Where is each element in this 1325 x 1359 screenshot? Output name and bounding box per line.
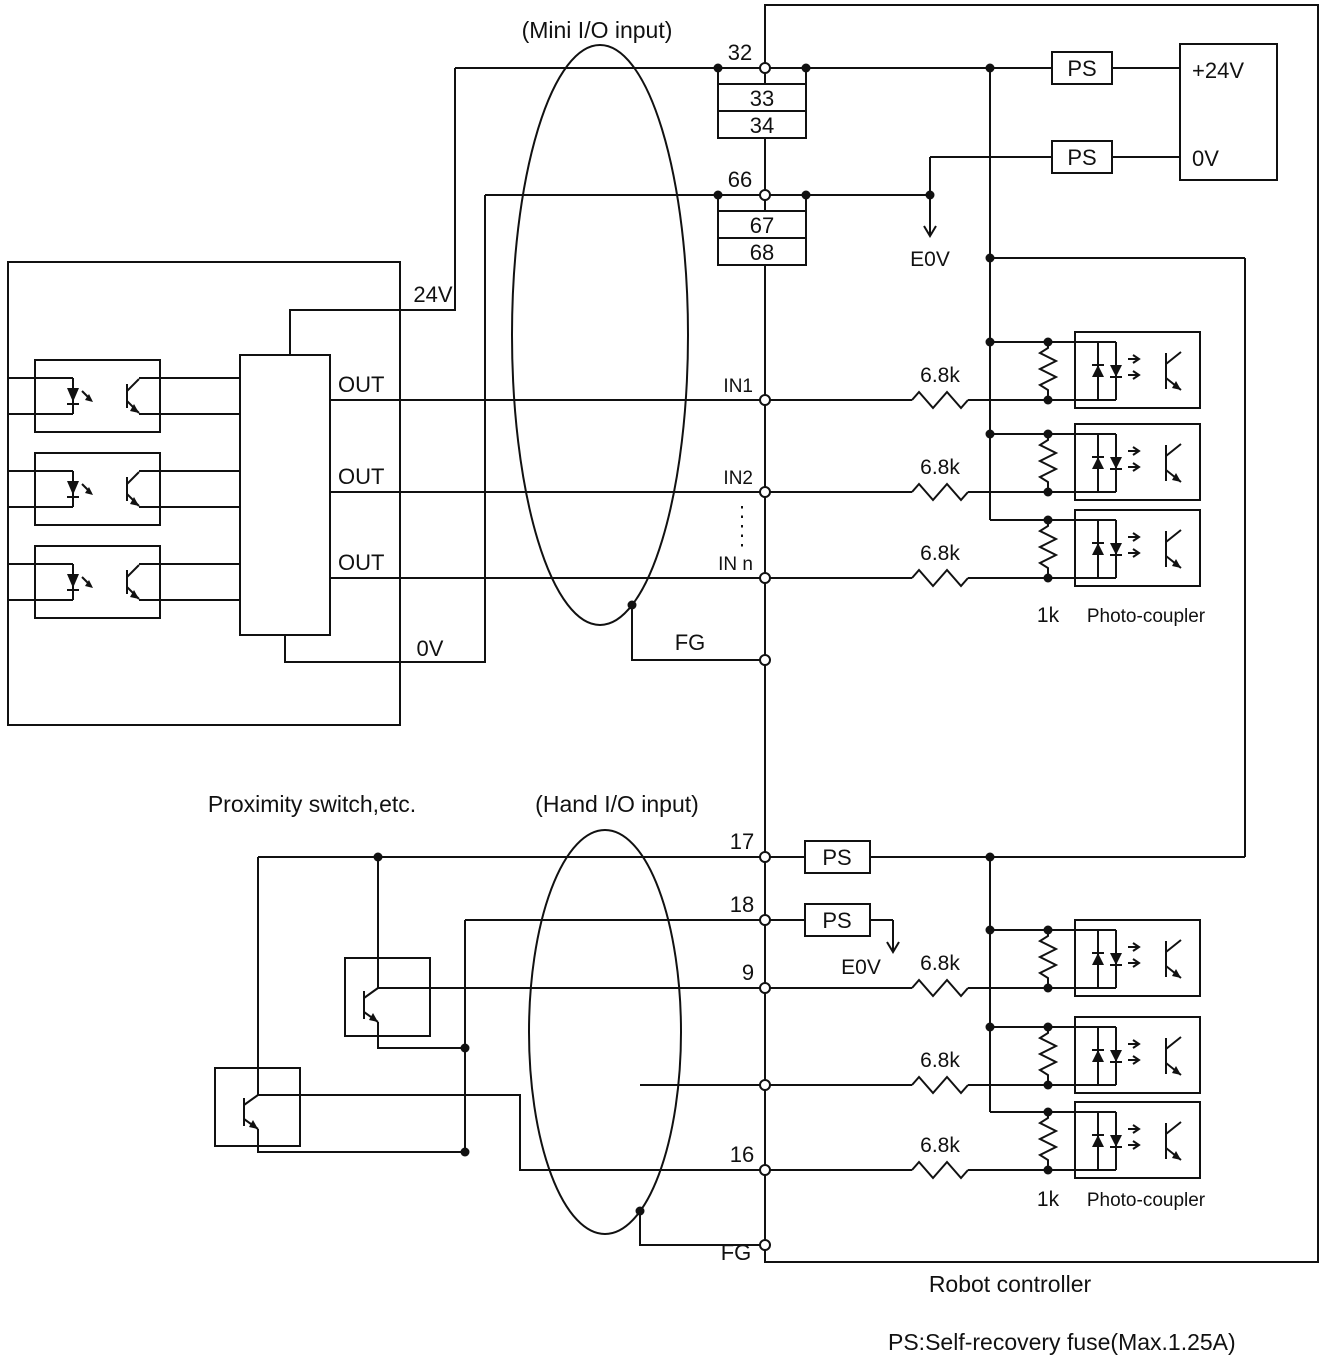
e0v-arrowheads xyxy=(886,225,937,954)
photocoupler-label-top: Photo-coupler xyxy=(1087,606,1206,627)
mini-io-input-label: (Mini I/O input) xyxy=(522,17,673,43)
pin-box-33 xyxy=(717,83,807,112)
pin-label-32: 32 xyxy=(728,40,752,65)
photocoupler-units xyxy=(1039,331,1201,1179)
out-label-3: OUT xyxy=(338,550,384,575)
pin-label-67: 67 xyxy=(750,213,774,238)
pin-box-67 xyxy=(717,210,807,239)
out-label-2: OUT xyxy=(338,464,384,489)
pin-box-68 xyxy=(717,237,807,266)
in1-label: IN1 xyxy=(723,376,753,397)
fg-label-bottom: FG xyxy=(721,1240,752,1265)
power-plus24v-label: +24V xyxy=(1192,58,1244,83)
supply-24v-label: 24V xyxy=(413,282,452,307)
ps-fuse-box-3 xyxy=(804,840,871,874)
pin-label-66: 66 xyxy=(728,167,752,192)
proximity-transistor-box-2 xyxy=(214,1067,301,1147)
ps-fuse-box-4 xyxy=(804,903,871,937)
proximity-switch-label: Proximity switch,etc. xyxy=(208,791,416,817)
ps-label-2: PS xyxy=(1067,145,1096,170)
e0v-label-bottom: E0V xyxy=(841,956,881,979)
power-supply-box xyxy=(1179,43,1278,181)
pin-label-33: 33 xyxy=(750,86,774,111)
e0v-label-top: E0V xyxy=(910,248,950,271)
power-0v-label: 0V xyxy=(1192,146,1219,171)
inn-label: IN n xyxy=(718,554,753,575)
fg-label-top: FG xyxy=(675,630,706,655)
pin-label-68: 68 xyxy=(750,240,774,265)
robot-controller-label: Robot controller xyxy=(929,1271,1092,1297)
wires xyxy=(8,67,1246,1246)
terminal-block xyxy=(239,354,331,636)
r68k-label-1: 6.8k xyxy=(920,364,960,387)
opto-units xyxy=(34,359,161,619)
text-labels: (Mini I/O input) (Hand I/O input) Proxim… xyxy=(208,17,1244,1355)
pin-label-17: 17 xyxy=(730,829,754,854)
r1k-label-bottom: 1k xyxy=(1037,1188,1060,1211)
hand-io-cable-shield xyxy=(528,829,682,1235)
component-boxes xyxy=(717,43,1278,937)
pin-label-18: 18 xyxy=(730,892,754,917)
r68k-label-3: 6.8k xyxy=(920,542,960,565)
pin-label-16: 16 xyxy=(730,1142,754,1167)
proximity-switch-enclosure xyxy=(7,261,401,726)
mini-io-cable-shield xyxy=(511,44,689,626)
r68k-label-6: 6.8k xyxy=(920,1134,960,1157)
proximity-transistors xyxy=(214,957,431,1147)
r1k-label-top: 1k xyxy=(1037,604,1060,627)
ps-fuse-box-1 xyxy=(1051,51,1113,85)
ps-fuse-box-2 xyxy=(1051,140,1113,174)
photocoupler-label-bottom: Photo-coupler xyxy=(1087,1190,1206,1211)
pin-box-34 xyxy=(717,110,807,139)
pin-label-9: 9 xyxy=(742,960,754,985)
r68k-label-2: 6.8k xyxy=(920,456,960,479)
ps-label-1: PS xyxy=(1067,56,1096,81)
ps-note-label: PS:Self-recovery fuse(Max.1.25A) xyxy=(888,1329,1236,1355)
robot-controller-boundary xyxy=(764,4,1319,1263)
ps-label-3: PS xyxy=(822,845,851,870)
out-label-1: OUT xyxy=(338,372,384,397)
supply-0v-label: 0V xyxy=(417,636,444,661)
r68k-label-5: 6.8k xyxy=(920,1049,960,1072)
ps-label-4: PS xyxy=(822,908,851,933)
hand-io-input-label: (Hand I/O input) xyxy=(535,791,699,817)
r68k-label-4: 6.8k xyxy=(920,952,960,975)
proximity-transistor-box-1 xyxy=(344,957,431,1037)
in2-label: IN2 xyxy=(723,468,753,489)
pin-label-34: 34 xyxy=(750,113,774,138)
